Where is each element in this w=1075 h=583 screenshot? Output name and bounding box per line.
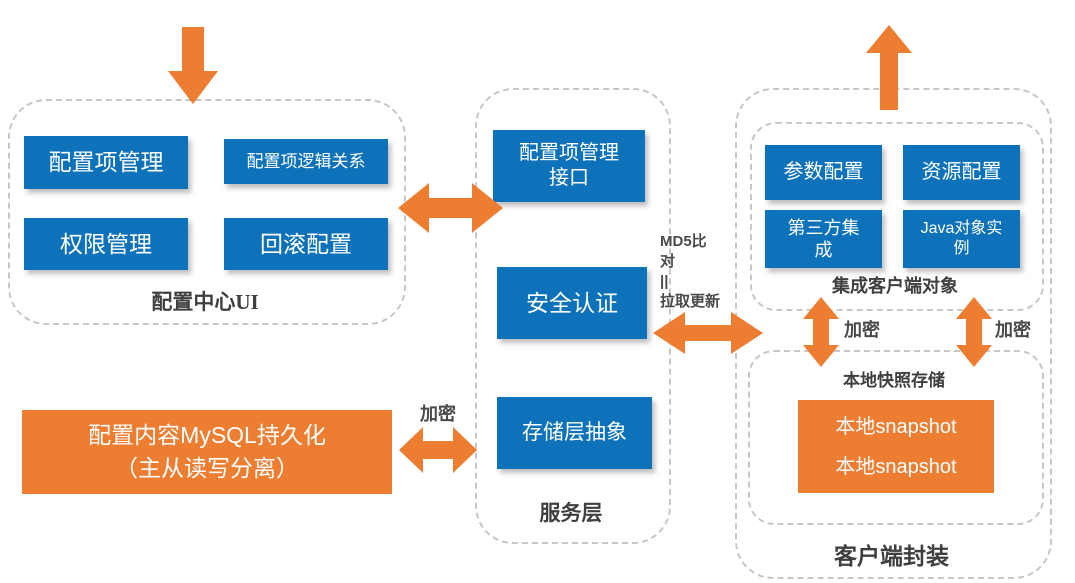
box-config-item-management: 配置项管理 xyxy=(24,136,188,189)
box-java-object-instance: Java对象实 例 xyxy=(903,210,1020,268)
box-config-item-logic-relation: 配置项逻辑关系 xyxy=(224,139,388,184)
panel-local-snapshot-label: 本地快照存储 xyxy=(843,371,945,390)
encrypt-label-left: 加密 xyxy=(844,320,880,340)
arrow-down-icon xyxy=(168,27,218,104)
arrow-double-horizontal-mysql-storage-icon xyxy=(399,427,477,473)
box-parameter-config: 参数配置 xyxy=(765,145,882,200)
box-security-auth: 安全认证 xyxy=(497,267,647,339)
panel-local-snapshot xyxy=(748,350,1044,525)
box-storage-abstraction: 存储层抽象 xyxy=(497,397,652,469)
box-resource-config: 资源配置 xyxy=(903,145,1020,200)
box-local-snapshot: 本地snapshot 本地snapshot xyxy=(798,400,994,493)
panel-service-layer xyxy=(475,88,671,544)
box-local-snapshot-line2: 本地snapshot xyxy=(835,455,957,478)
box-mysql-persistence-line2: （主从读写分离） xyxy=(115,455,299,481)
box-mysql-persistence: 配置内容MySQL持久化 （主从读写分离） xyxy=(22,410,392,494)
box-mysql-persistence-line1: 配置内容MySQL持久化 xyxy=(88,421,326,448)
arrow-double-horizontal-ui-service-icon xyxy=(398,183,503,233)
box-permission-management: 权限管理 xyxy=(24,218,188,270)
panel-integration-client xyxy=(750,122,1044,311)
box-config-item-api-line1: 配置项管理 xyxy=(519,142,619,164)
box-rollback-config: 回滚配置 xyxy=(224,218,388,270)
md5-note-line2: 对 xyxy=(660,253,676,270)
box-config-item-api: 配置项管理 接口 xyxy=(493,130,645,202)
arrow-up-icon xyxy=(866,25,912,110)
box-config-item-api-line2: 接口 xyxy=(549,167,589,189)
box-java-object-line2: 例 xyxy=(953,240,970,257)
encrypt-label-mysql: 加密 xyxy=(420,404,456,424)
panel-service-layer-label: 服务层 xyxy=(539,501,603,525)
box-local-snapshot-line1: 本地snapshot xyxy=(835,415,957,438)
panel-client-wrapper-label: 客户端封装 xyxy=(834,544,949,569)
arrow-double-horizontal-service-client-icon xyxy=(653,312,763,354)
panel-config-ui-label: 配置中心UI xyxy=(151,290,259,314)
panel-integration-client-label: 集成客户端对象 xyxy=(832,276,958,296)
md5-note-line1: MD5比 xyxy=(660,233,707,250)
arrow-double-vertical-left-icon xyxy=(803,297,839,367)
md5-note-line3: || xyxy=(660,273,669,290)
box-third-party-line2: 成 xyxy=(814,240,833,260)
md5-compare-note: MD5比 对 || 拉取更新 xyxy=(660,232,752,312)
arrow-double-vertical-right-icon xyxy=(956,297,992,367)
box-third-party-line1: 第三方集 xyxy=(787,217,860,238)
md5-note-line4: 拉取更新 xyxy=(660,293,721,310)
encrypt-label-right: 加密 xyxy=(995,320,1031,340)
box-third-party-integration: 第三方集 成 xyxy=(765,210,882,268)
box-java-object-line1: Java对象实 xyxy=(920,220,1003,237)
